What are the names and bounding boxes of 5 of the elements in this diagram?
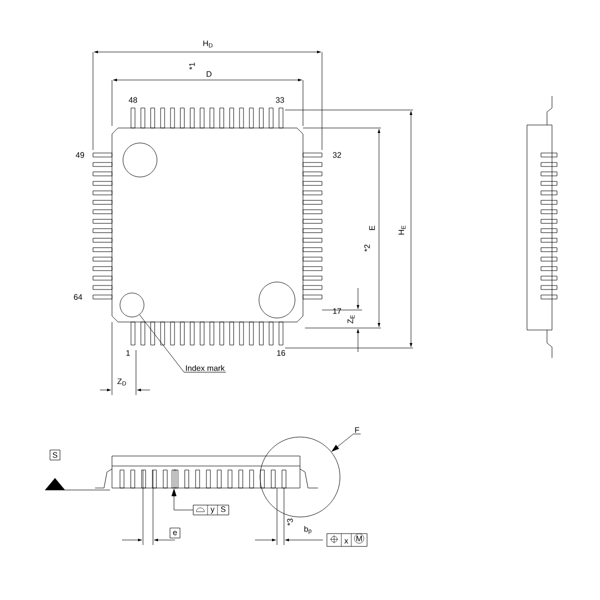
- leader-line: [332, 434, 361, 452]
- detail-circle: [260, 436, 340, 518]
- leader-arrow: [172, 488, 194, 510]
- lead: [172, 470, 176, 488]
- index-mark-circle: [120, 292, 144, 318]
